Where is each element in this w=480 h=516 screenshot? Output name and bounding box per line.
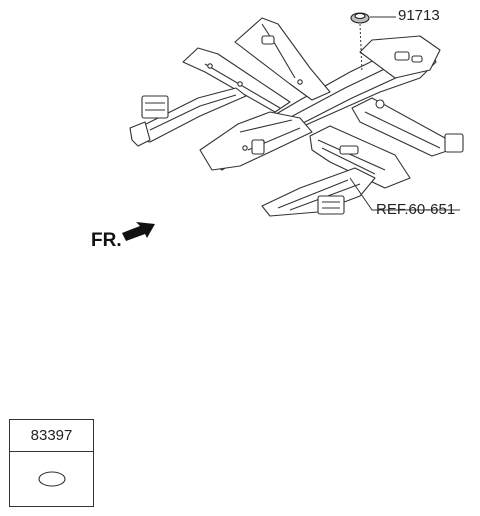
lower-left-extension — [129, 121, 151, 147]
upper-center-rail — [234, 17, 331, 101]
front-direction-label: FR. — [91, 230, 122, 251]
callout-reference: REF.60-651 — [376, 201, 456, 218]
oval-plug-icon — [37, 471, 66, 487]
lower-center-floor — [309, 125, 411, 189]
legend-symbol — [10, 452, 93, 506]
callout-91713: 91713 — [398, 7, 440, 24]
leader-ref — [349, 177, 460, 211]
part-legend-box: 83397 — [9, 419, 94, 507]
front-arrow-icon — [122, 222, 155, 241]
leader-91713-drop — [359, 23, 363, 73]
legend-part-number: 83397 — [10, 420, 93, 452]
